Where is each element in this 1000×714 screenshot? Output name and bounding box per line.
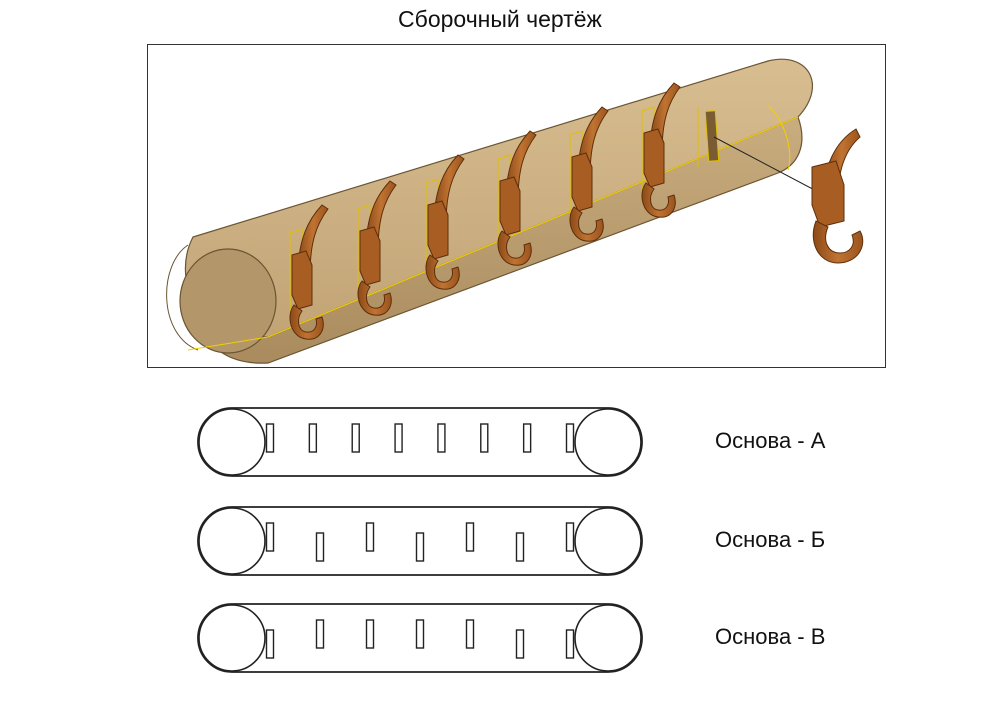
slot (315, 619, 325, 649)
assembly-drawing-frame (147, 44, 886, 368)
board-plan-c (197, 603, 643, 673)
slot (365, 619, 375, 649)
slot (565, 522, 575, 552)
coat-hook-exploded-icon (811, 128, 864, 264)
slot (437, 423, 446, 453)
slot (565, 423, 575, 453)
board-left-end (179, 248, 277, 354)
slot (308, 423, 318, 453)
board-end-circle (198, 604, 266, 672)
slot (515, 532, 525, 562)
slot (480, 423, 489, 453)
slot (351, 423, 360, 453)
slot (515, 629, 525, 659)
slot (522, 423, 532, 453)
board-end-circle (574, 408, 642, 476)
board-end-circle (574, 604, 642, 672)
slot (315, 532, 325, 562)
board-end-circle (198, 408, 266, 476)
assembly-guide-line (713, 136, 825, 196)
slot (365, 522, 375, 552)
variant-label-a: Основа - А (715, 428, 826, 453)
board-top-face (184, 58, 814, 341)
variant-label-b: Основа - Б (715, 527, 826, 552)
slot (465, 619, 475, 649)
slot (415, 532, 425, 562)
slot (415, 619, 425, 649)
slot (265, 522, 275, 552)
empty-slot (704, 110, 720, 162)
slot (394, 423, 403, 453)
slot (465, 522, 475, 552)
board-end-circle (198, 507, 266, 575)
slot (265, 423, 275, 453)
board-end-circle (574, 507, 642, 575)
slot (565, 629, 575, 659)
board-plan-b (197, 506, 643, 576)
board-plan-a (197, 407, 643, 477)
assembly-3d-view (166, 58, 864, 364)
variant-label-c: Основа - В (715, 624, 826, 649)
slot (265, 629, 275, 659)
page-title: Сборочный чертёж (398, 6, 602, 32)
